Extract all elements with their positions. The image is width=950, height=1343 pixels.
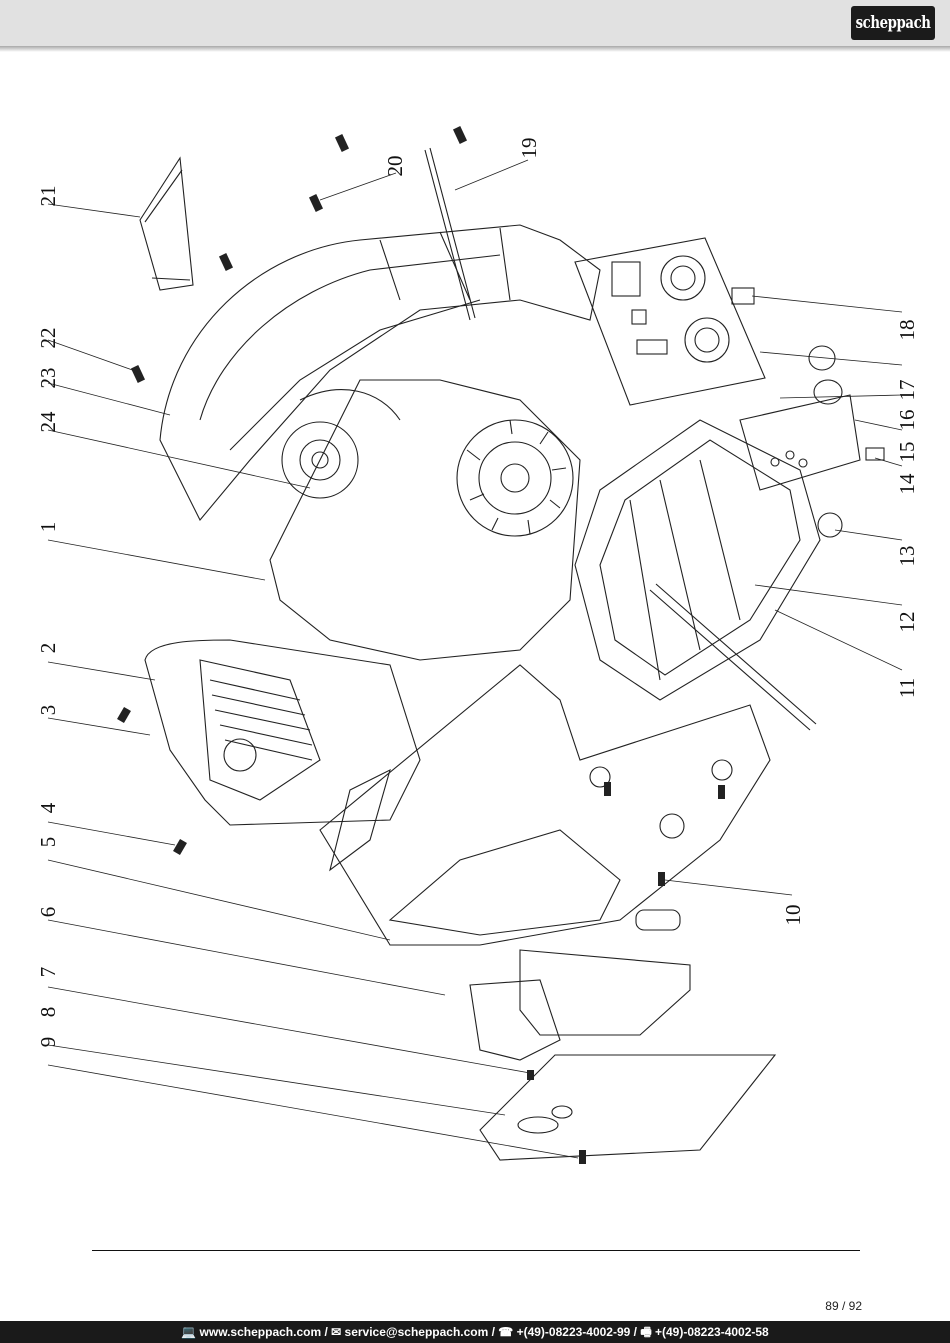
part-label-6: 6 <box>36 907 60 918</box>
part-label-4: 4 <box>36 802 60 813</box>
part-label-13: 13 <box>895 546 919 567</box>
header-shadow <box>0 46 950 52</box>
part-label-16: 16 <box>895 410 919 431</box>
part-label-11: 11 <box>895 678 919 698</box>
part-number-labels: 21 20 19 22 23 24 1 2 3 4 5 6 7 8 9 10 1… <box>36 138 919 1048</box>
drawing-parts <box>139 147 885 1161</box>
part-label-9: 9 <box>36 1037 60 1048</box>
part-label-15: 15 <box>895 442 919 463</box>
part-label-5: 5 <box>36 837 60 848</box>
part-label-23: 23 <box>36 368 60 389</box>
part-label-21: 21 <box>36 186 60 207</box>
exploded-view-drawing: 21 20 19 22 23 24 1 2 3 4 5 6 7 8 9 10 1… <box>36 126 919 1164</box>
logo-text: scheppach <box>855 13 931 33</box>
scheppach-logo: scheppach <box>851 6 935 40</box>
part-label-10: 10 <box>781 905 805 926</box>
header-bar: scheppach <box>0 0 950 46</box>
contact-footer: 💻 www.scheppach.com / ✉ service@scheppac… <box>0 1321 950 1343</box>
part-label-1: 1 <box>36 522 60 533</box>
part-label-24: 24 <box>36 411 60 433</box>
part-label-20: 20 <box>383 156 407 177</box>
part-label-12: 12 <box>895 612 919 633</box>
leader-lines <box>47 159 903 1159</box>
screw-icons <box>117 126 725 1164</box>
part-label-8: 8 <box>36 1007 60 1018</box>
part-label-3: 3 <box>36 705 60 716</box>
part-label-17: 17 <box>895 380 919 401</box>
part-label-2: 2 <box>36 643 60 654</box>
page-number: 89 / 92 <box>825 1299 862 1313</box>
part-label-7: 7 <box>36 967 60 978</box>
footer-rule <box>92 1250 860 1251</box>
part-label-22: 22 <box>36 328 60 349</box>
part-label-19: 19 <box>517 138 541 159</box>
part-label-14: 14 <box>895 473 919 495</box>
part-label-18: 18 <box>895 320 919 341</box>
